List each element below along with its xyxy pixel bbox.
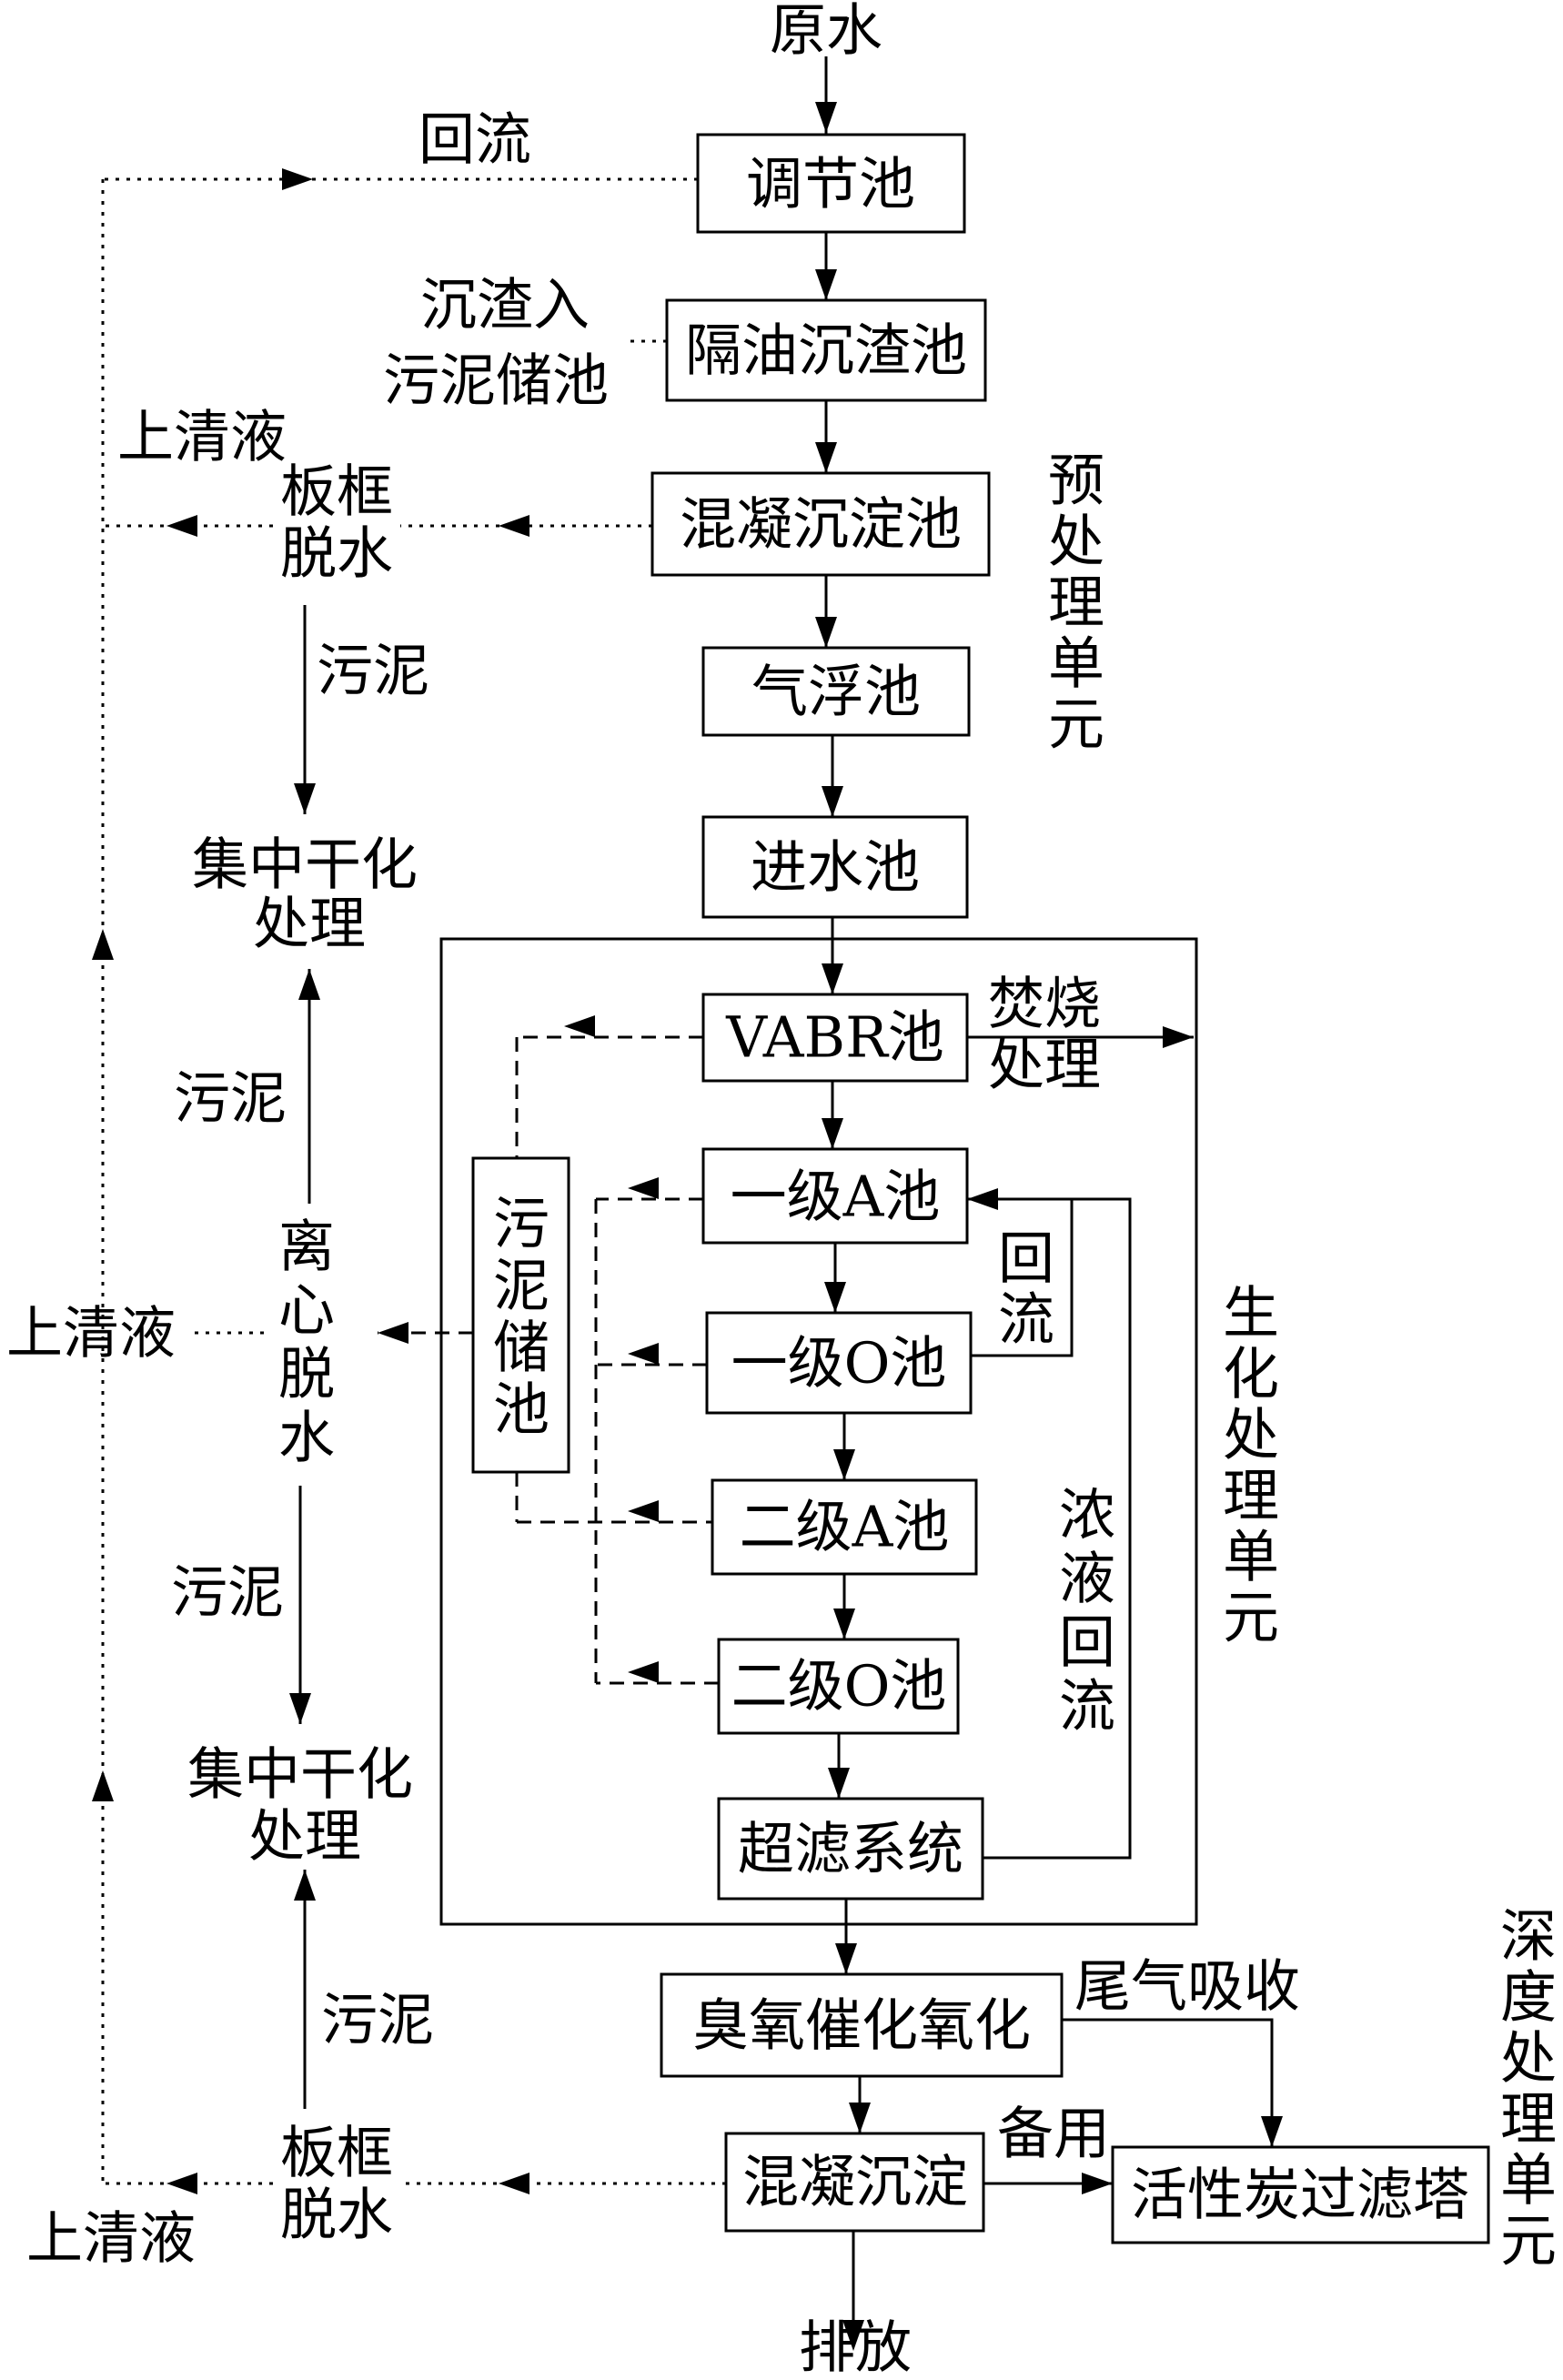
inlet-tank-label: 进水池 <box>751 834 920 901</box>
plate-frame-bottom-line1: 板框 <box>280 2120 393 2186</box>
supernatant-bottom-label: 上清液 <box>26 2205 196 2272</box>
unit-labels: 预 处 理 单 元 生 化 处 理 单 元 深 度 处 理 单 元 <box>1048 448 1557 2274</box>
sludge-label-1: 污泥 <box>317 638 429 704</box>
vabr-tank-label: VABR池 <box>725 1004 944 1071</box>
advanced-unit-4: 理 <box>1500 2086 1557 2153</box>
reflux-internal-2: 流 <box>998 1286 1054 1353</box>
biochemical-unit-2: 化 <box>1223 1341 1279 1407</box>
reflux-top-label: 回流 <box>418 106 531 173</box>
air-flotation-tank-label: 气浮池 <box>751 659 921 725</box>
concentrate-reflux-3: 回 <box>1059 1609 1115 1676</box>
regulating-tank-label: 调节池 <box>746 151 915 217</box>
pretreatment-unit-2: 处 <box>1048 509 1104 575</box>
activated-carbon-tower-label: 活性炭过滤塔 <box>1131 2162 1469 2228</box>
centrifugal-dewatering-1: 离 <box>278 1214 335 1280</box>
inlet-tank-box <box>701 815 969 919</box>
box-labels: 原水 调节池 隔油沉渣池 混凝沉淀池 气浮池 进水池 VABR池 一级A池 一级… <box>493 0 1469 2380</box>
supernatant-mid-label: 上清液 <box>6 1300 176 1366</box>
biochemical-unit-4: 理 <box>1223 1463 1279 1529</box>
supernatant-top-label: 上清液 <box>117 404 287 470</box>
concentrate-reflux-1: 浓 <box>1059 1482 1115 1548</box>
pretreatment-unit-4: 单 <box>1048 630 1104 697</box>
air-flotation-tank-box <box>701 646 971 737</box>
coagulation-sedimentation-tank-box <box>650 471 991 577</box>
stage1-o-tank-label: 一级O池 <box>731 1330 947 1397</box>
central-drying-bottom-line1: 集中干化 <box>187 1741 413 1808</box>
tail-gas-absorption-label: 尾气吸收 <box>1074 1953 1300 2020</box>
concentrate-reflux-2: 液 <box>1059 1546 1115 1612</box>
reflux-internal-1: 回 <box>998 1225 1054 1292</box>
biochemical-unit-3: 处 <box>1223 1402 1279 1468</box>
stage1-o-tank-box <box>705 1311 973 1415</box>
coagulation-sedimentation-label: 混凝沉淀 <box>742 2149 968 2215</box>
centrifugal-dewatering-4: 水 <box>278 1405 335 1471</box>
raw-water-label: 原水 <box>770 0 882 64</box>
centrifugal-dewatering-2: 心 <box>278 1277 335 1344</box>
sediment-to-storage-line2: 污泥储池 <box>383 348 609 414</box>
plate-frame-top-line1: 板框 <box>280 459 393 525</box>
sludge-label-2: 污泥 <box>174 1065 287 1132</box>
sludge-storage-tank-label-3: 储 <box>493 1315 550 1381</box>
stage2-a-tank-label: 二级A池 <box>740 1494 950 1560</box>
side-labels: 回流 沉渣入 污泥储池 上清液 板框 脱水 污泥 集中干化 处理 污泥 离 心 … <box>6 106 1300 2272</box>
pretreatment-unit-3: 理 <box>1048 570 1104 636</box>
standby-label: 备用 <box>997 2101 1110 2167</box>
sludge-storage-tank-box <box>471 1156 570 1474</box>
advanced-unit-5: 单 <box>1500 2147 1557 2214</box>
central-drying-top-line2: 处理 <box>253 891 366 957</box>
incineration-line2: 处理 <box>988 1032 1101 1098</box>
biochemical-unit-1: 生 <box>1223 1280 1279 1346</box>
stage2-o-tank-label: 二级O池 <box>731 1653 947 1719</box>
stage2-a-tank-box <box>711 1478 978 1576</box>
regulating-tank-box <box>696 133 966 234</box>
advanced-unit-1: 深 <box>1500 1903 1557 1970</box>
biochemical-unit-6: 元 <box>1223 1585 1279 1651</box>
oil-separation-tank-box <box>665 298 987 402</box>
central-drying-bottom-line2: 处理 <box>248 1803 361 1870</box>
sludge-label-3: 污泥 <box>171 1559 284 1626</box>
ultrafiltration-system-label: 超滤系统 <box>738 1816 963 1882</box>
ozone-catalytic-oxidation-label: 臭氧催化氧化 <box>692 1992 1031 2059</box>
oil-separation-tank-label: 隔油沉渣池 <box>685 318 967 384</box>
arrowheads <box>92 102 1283 2351</box>
ultrafiltration-system-box <box>717 1797 984 1901</box>
plate-frame-bottom-line2: 脱水 <box>280 2182 393 2248</box>
plate-frame-top-line2: 脱水 <box>280 520 393 587</box>
advanced-unit-6: 元 <box>1500 2208 1557 2274</box>
stage1-a-tank-label: 一级A池 <box>731 1164 941 1230</box>
sludge-storage-tank-label-1: 污 <box>493 1191 550 1257</box>
biochemical-unit-frame <box>439 937 1198 1926</box>
advanced-unit-3: 处 <box>1500 2025 1557 2092</box>
coagulation-sedimentation-tank-label: 混凝沉淀池 <box>680 491 962 558</box>
discharge-label: 排放 <box>799 2314 912 2380</box>
ozone-catalytic-oxidation-box <box>660 1972 1064 2078</box>
dotted-lines <box>101 177 726 2185</box>
central-drying-top-line1: 集中干化 <box>192 832 418 898</box>
pretreatment-unit-5: 元 <box>1048 691 1104 758</box>
centrifugal-dewatering-3: 脱 <box>278 1341 335 1407</box>
concentrate-reflux-4: 流 <box>1059 1673 1115 1740</box>
stage1-a-tank-box <box>701 1147 969 1245</box>
biochemical-unit-5: 单 <box>1223 1524 1279 1590</box>
incineration-line1: 焚烧 <box>988 971 1101 1037</box>
sediment-to-storage-line1: 沉渣入 <box>420 272 590 338</box>
sludge-storage-tank-label-4: 池 <box>493 1377 550 1443</box>
sludge-label-4: 污泥 <box>321 1987 434 2053</box>
activated-carbon-tower-box <box>1111 2145 1490 2244</box>
coagulation-sedimentation-box <box>724 2132 985 2233</box>
sludge-storage-tank-label-2: 泥 <box>493 1253 550 1319</box>
pretreatment-unit-1: 预 <box>1048 448 1104 514</box>
boxes <box>439 133 1490 2244</box>
advanced-unit-2: 度 <box>1500 1964 1557 2031</box>
